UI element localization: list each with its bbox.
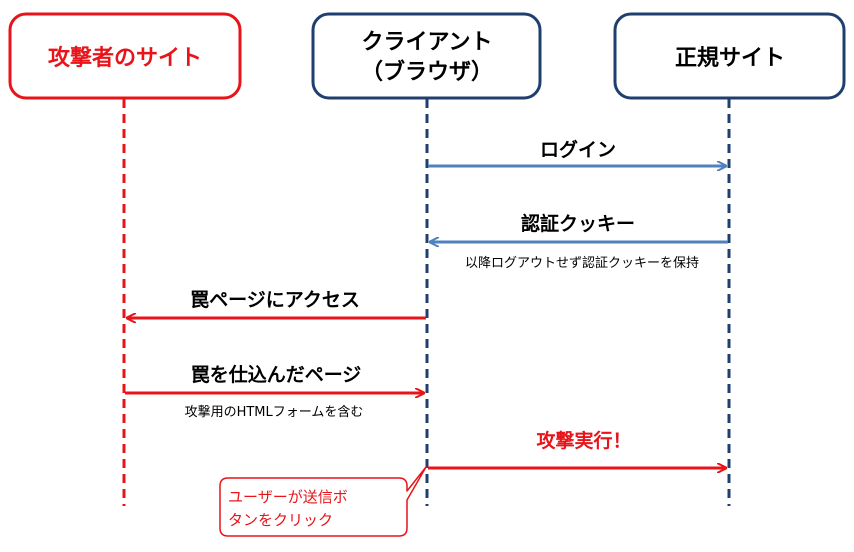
access-trap-label: 罠ページにアクセス (190, 289, 360, 311)
attack-label: 攻撃実行！ (536, 429, 631, 452)
client-label-line1: クライアント (361, 30, 492, 55)
click-callout: ユーザーが送信ボ タンをクリック (219, 466, 427, 537)
callout-line1: ユーザーが送信ボ (228, 488, 348, 506)
client-label-line2: （ブラウザ） (361, 59, 493, 85)
trap-page-note: 攻撃用のHTMLフォームを含む (185, 404, 364, 420)
cookie-note: 以降ログアウトせず認証クッキーを保持 (465, 255, 699, 271)
attacker-actor: 攻撃者のサイト (8, 12, 242, 100)
client-actor: クライアント （ブラウザ） (311, 12, 542, 100)
legit-actor: 正規サイト (613, 12, 846, 100)
legit-label: 正規サイト (675, 46, 785, 71)
cookie-label: 認証クッキー (521, 212, 635, 235)
attacker-label: 攻撃者のサイト (48, 45, 202, 71)
trap-page-label: 罠を仕込んだページ (191, 363, 362, 386)
login-label: ログイン (540, 138, 616, 161)
callout-line2: タンをクリック (228, 511, 333, 529)
